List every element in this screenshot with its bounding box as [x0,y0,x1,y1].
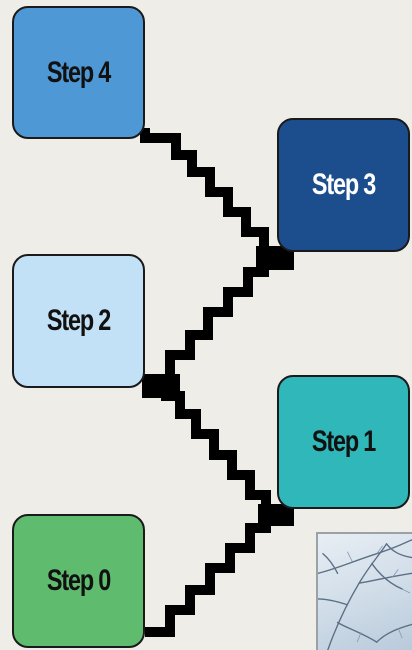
connector-step1-step2 [145,383,280,510]
connector-step3-step4 [145,128,280,252]
step-4-label: Step 4 [47,56,110,90]
step-4-box: Step 4 [12,6,145,139]
junction-block-step2 [142,374,180,398]
step-3-box: Step 3 [277,118,410,252]
winter-tree-photo-fragment [316,532,412,650]
step-1-box: Step 1 [277,375,410,509]
step-0-label: Step 0 [47,564,110,598]
step-2-label: Step 2 [47,304,110,338]
connector-step0-step1 [145,515,285,632]
connector-step2-step3 [145,258,285,383]
step-2-box: Step 2 [12,254,145,388]
step-3-label: Step 3 [312,168,375,202]
step-0-box: Step 0 [12,514,145,648]
step-1-label: Step 1 [312,425,375,459]
